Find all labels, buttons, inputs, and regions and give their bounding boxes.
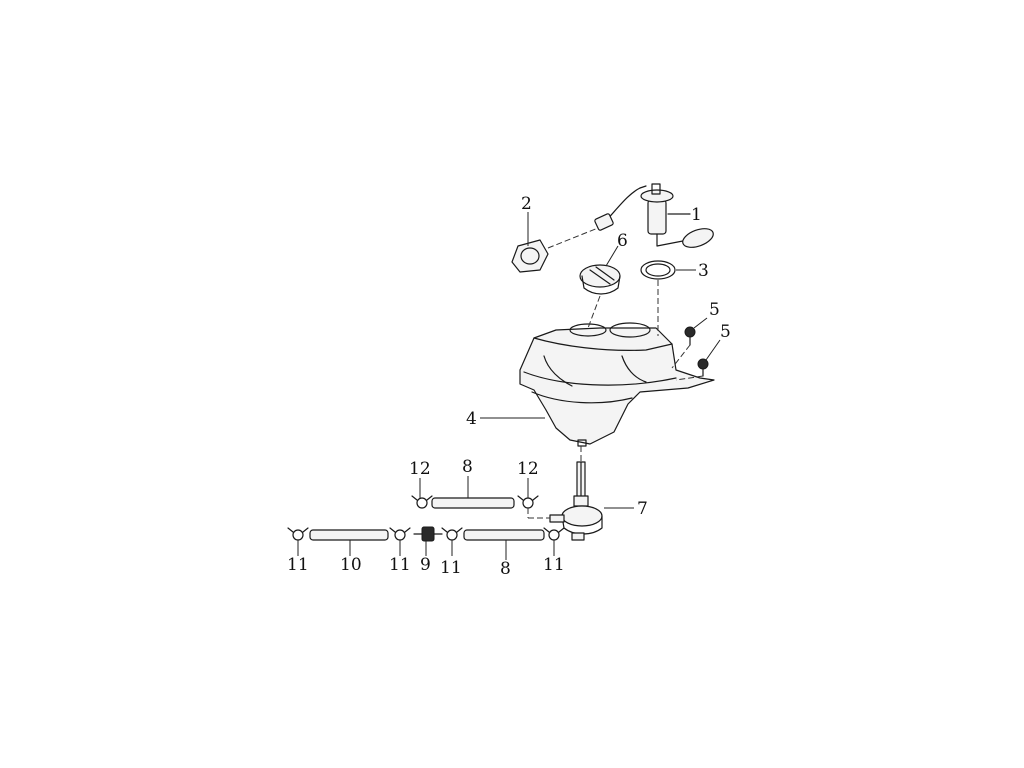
bolt-lower [697, 358, 709, 377]
fuel-pump-sender-unit [594, 183, 714, 248]
callout-2: 2 [521, 194, 532, 214]
hose-clip-11-d [543, 527, 565, 541]
callout-4: 4 [466, 409, 477, 429]
leader-lines [297, 212, 721, 560]
callout-labels: 1 2 3 4 5 5 6 7 8 8 9 10 11 11 11 11 12 … [287, 194, 731, 579]
callout-8-upper: 8 [462, 457, 473, 477]
fuel-hose-upper [431, 497, 515, 509]
fuel-hose-long [309, 529, 389, 541]
callout-8-lower: 8 [500, 559, 511, 579]
callout-9: 9 [420, 555, 431, 575]
callout-5-upper: 5 [709, 300, 720, 320]
callout-6: 6 [617, 231, 628, 251]
fuel-cock-valve [549, 461, 603, 541]
hose-clip-11-c [441, 527, 463, 541]
callout-3: 3 [698, 261, 709, 281]
callout-11-a: 11 [287, 555, 309, 575]
hose-clip-12-left [411, 495, 433, 509]
fuel-cap [579, 264, 621, 295]
callout-11-d: 11 [543, 555, 565, 575]
callout-11-c: 11 [440, 558, 462, 578]
callout-5-lower: 5 [720, 322, 731, 342]
bolt-upper [684, 326, 696, 346]
hose-clip-11-b [389, 527, 411, 541]
mounting-plate [511, 239, 549, 273]
assembly-lines [527, 227, 704, 519]
callout-12-right: 12 [517, 459, 539, 479]
callout-1: 1 [691, 205, 702, 225]
fuel-tank [519, 322, 715, 447]
fuel-hose-lower [463, 529, 545, 541]
hose-clip-11-a [287, 527, 309, 541]
callout-7: 7 [637, 499, 648, 519]
callout-12-left: 12 [409, 459, 431, 479]
callout-10: 10 [340, 555, 362, 575]
o-ring-seal [640, 260, 676, 280]
callout-11-b: 11 [389, 555, 411, 575]
fuel-filter [413, 526, 443, 542]
